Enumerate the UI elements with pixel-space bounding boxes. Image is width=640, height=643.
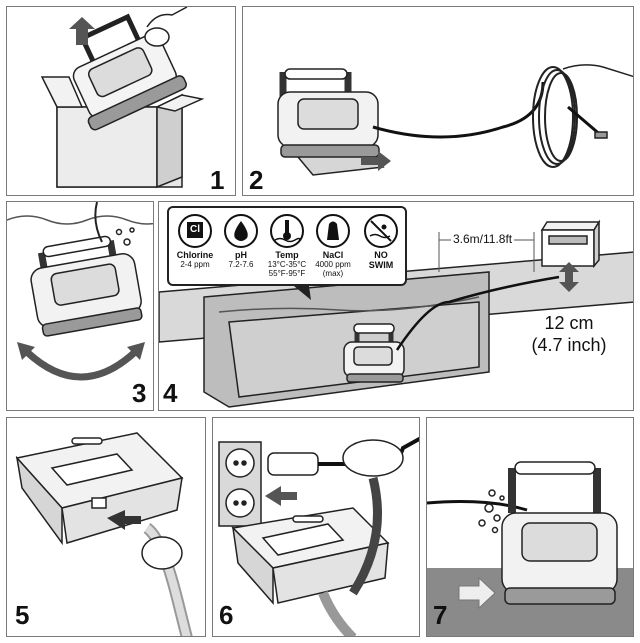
submerge-robot-illustration xyxy=(7,202,153,381)
step-number: 7 xyxy=(433,600,448,630)
step-number: 2 xyxy=(249,165,264,195)
step-1-panel: 1 xyxy=(6,6,236,196)
no-swim-spec: NO SWIM xyxy=(357,214,405,270)
step-number: 6 xyxy=(219,600,234,630)
connect-cable-illustration xyxy=(15,432,193,636)
unboxing-illustration xyxy=(40,7,205,189)
step-6-panel: 6 xyxy=(212,417,420,637)
thermometer-icon xyxy=(270,214,304,248)
chlorine-spec: Cl Chlorine 2-4 ppm xyxy=(171,214,219,269)
step-3-panel: 3 xyxy=(6,201,154,411)
pool-installation-illustration xyxy=(159,219,633,408)
step-number: 5 xyxy=(15,600,30,630)
step-number: 1 xyxy=(210,165,225,195)
robot-on-floor-illustration xyxy=(427,461,633,636)
plug-in-illustration xyxy=(218,436,419,636)
water-conditions-box: Cl Chlorine 2-4 ppm pH 7.2-7.6 Temp 13°C… xyxy=(167,206,407,286)
left-arrow-icon xyxy=(265,486,297,506)
no-swim-icon xyxy=(364,214,398,248)
distance-label: 3.6m/11.8ft xyxy=(451,232,515,246)
step-number: 4 xyxy=(163,378,178,408)
step-7-panel: 7 xyxy=(426,417,634,637)
rotate-arrow-icon xyxy=(24,349,138,381)
unroll-cable-illustration xyxy=(277,64,633,176)
insert-arrow-icon xyxy=(107,510,141,530)
height-label: 12 cm (4.7 inch) xyxy=(531,313,607,355)
right-arrow-icon xyxy=(361,151,391,171)
drop-icon xyxy=(224,214,258,248)
height-arrow-icon xyxy=(559,262,579,292)
ph-spec: pH 7.2-7.6 xyxy=(217,214,265,269)
salt-shaker-icon xyxy=(316,214,350,248)
chlorine-icon: Cl xyxy=(178,214,212,248)
step-5-panel: 5 xyxy=(6,417,206,637)
step-2-panel: 2 xyxy=(242,6,634,196)
step-4-panel: Cl Chlorine 2-4 ppm pH 7.2-7.6 Temp 13°C… xyxy=(158,201,634,411)
up-arrow-icon xyxy=(69,17,95,45)
temp-spec: Temp 13°C-35°C 55°F-95°F xyxy=(263,214,311,278)
forward-arrow-icon xyxy=(458,576,496,610)
nacl-spec: NaCl 4000 ppm (max) xyxy=(309,214,357,278)
step-number: 3 xyxy=(132,378,147,408)
